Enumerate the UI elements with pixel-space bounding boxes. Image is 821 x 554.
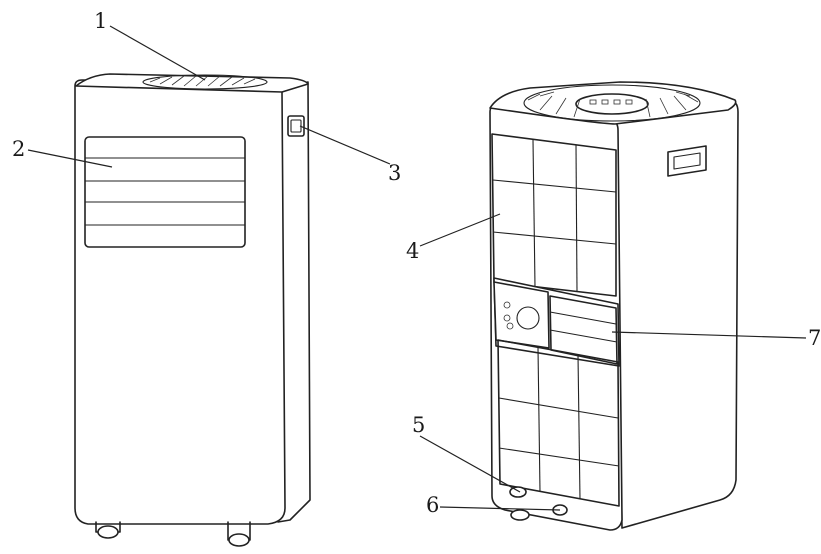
top-air-outlet: [142, 74, 268, 90]
back-unit: [489, 81, 739, 531]
upper-air-inlet-grille: [491, 133, 617, 297]
leader-1: [109, 25, 206, 81]
callout-2: 2: [12, 137, 25, 161]
front-unit: [74, 73, 311, 547]
callout-labels: 1 2 3 4 5 6 7: [12, 9, 821, 517]
callout-3: 3: [388, 161, 401, 185]
leader-3: [299, 125, 391, 165]
callout-4: 4: [406, 239, 419, 263]
callout-leaders: [27, 25, 807, 511]
callout-5: 5: [412, 413, 425, 437]
front-louvers: [84, 136, 246, 248]
callout-7: 7: [808, 326, 821, 350]
rear-side-handle: [667, 145, 707, 177]
leader-5: [419, 435, 521, 493]
rear-top-outlet: [523, 84, 701, 122]
leader-7: [611, 331, 807, 339]
leader-4: [419, 213, 501, 247]
leader-2: [27, 149, 113, 168]
callout-1: 1: [94, 9, 107, 33]
lower-air-inlet-grille: [497, 339, 620, 507]
rear-control-panel: [493, 277, 620, 367]
side-handle: [287, 115, 305, 137]
callout-6: 6: [426, 493, 439, 517]
leader-6: [439, 506, 561, 511]
